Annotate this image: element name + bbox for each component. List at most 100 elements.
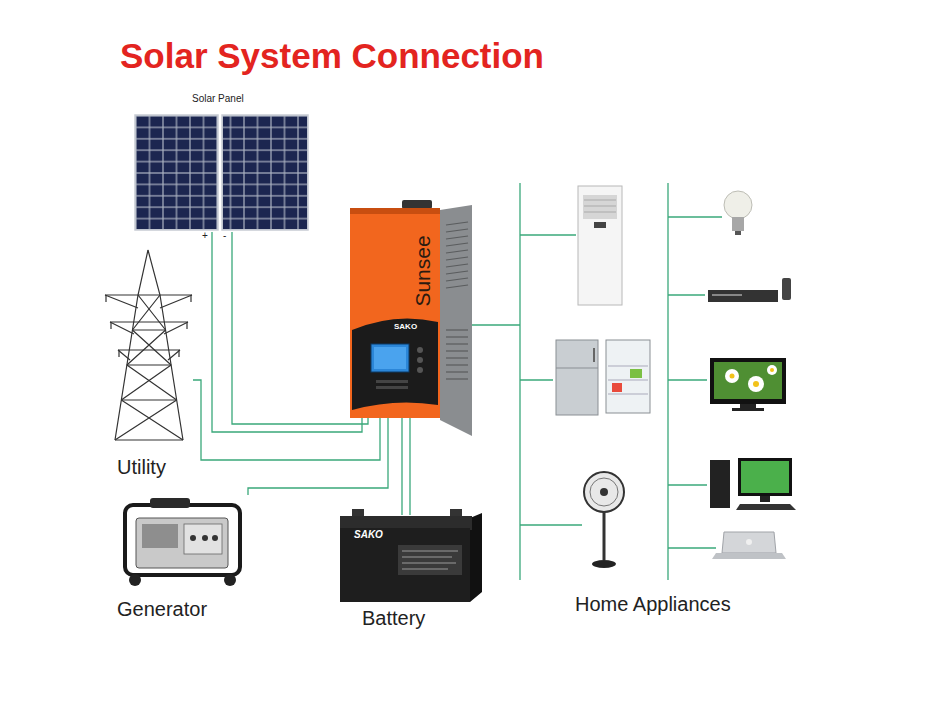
computer-part — [738, 458, 792, 496]
appliance-bus-wires-part — [668, 484, 707, 485]
utility-grid: Utility — [105, 248, 193, 481]
appliance-bus-wires-part — [667, 183, 668, 580]
light-bulb — [724, 191, 752, 235]
generator-label: Generator — [117, 598, 207, 621]
wire-connector — [472, 325, 520, 326]
inverter-illustration-part-part — [446, 243, 468, 246]
television-part — [753, 381, 759, 387]
inverter-illustration-part — [417, 347, 423, 353]
wire-connector — [212, 232, 368, 432]
battery-illustration-part — [340, 513, 482, 602]
generator-illustration-part — [202, 535, 208, 541]
inverter-illustration-part-part — [446, 364, 468, 365]
air-conditioner-part — [584, 200, 616, 212]
inverter-illustration-part — [417, 357, 423, 363]
inverter-illustration-part-part — [446, 257, 468, 260]
laptop-part — [712, 553, 786, 559]
battery: SAKOBattery — [340, 515, 482, 632]
fan-part — [590, 478, 618, 506]
appliance-bus-wires-part — [520, 379, 553, 380]
air-conditioner — [578, 186, 622, 305]
inverter-illustration-part — [417, 367, 423, 373]
wire-segment — [232, 232, 368, 424]
inverter-illustration-part — [446, 222, 468, 379]
appliance-bus-wires-part — [668, 379, 707, 380]
generator: Generator — [115, 495, 255, 623]
inverter-label: SAKO — [394, 322, 417, 331]
solar-panel-illustration-part — [222, 115, 308, 230]
inverter-illustration — [350, 200, 472, 436]
laptop — [712, 532, 786, 559]
dvd-player-part — [708, 290, 778, 302]
refrigerators-part-part — [608, 394, 648, 395]
utility-tower — [105, 250, 192, 440]
inverter-illustration-part-part — [446, 336, 468, 337]
light-bulb-part — [724, 191, 752, 219]
appliance-bus-wires-part — [668, 294, 705, 295]
utility-tower-part — [115, 295, 183, 440]
utility-tower-part — [106, 295, 191, 357]
battery-illustration-part — [340, 528, 470, 602]
inverter-illustration-part-part — [446, 357, 468, 358]
dvd-player — [708, 278, 791, 302]
inverter-label: Sunsee — [411, 235, 435, 306]
polarity-minus: - — [223, 230, 226, 242]
refrigerators-part-part — [608, 366, 648, 367]
computer — [710, 458, 796, 510]
inverter-illustration-part-part — [446, 343, 468, 344]
computer-part — [736, 504, 796, 510]
battery-illustration-part — [398, 545, 462, 575]
refrigerators-part — [593, 348, 595, 362]
inverter-illustration-part-part — [446, 378, 468, 379]
appliance-bus-wires-part — [668, 547, 716, 548]
inverter-illustration-part — [376, 380, 408, 383]
solar-panel-illustration-part — [135, 115, 218, 230]
inverter-illustration-part-part — [446, 271, 468, 274]
fan-part — [600, 488, 608, 496]
battery-illustration-part-part — [402, 551, 458, 552]
refrigerators-part-part — [608, 380, 648, 381]
wire-segment — [193, 380, 380, 460]
air-conditioner-part — [594, 222, 606, 228]
fan-part — [603, 512, 606, 560]
solar-panel-illustration-part — [136, 116, 217, 229]
home-appliances: Home Appliances — [520, 183, 810, 618]
inverter-illustration-part-part — [446, 222, 468, 225]
inverter-illustration-part — [440, 205, 472, 436]
light-bulb-part — [735, 231, 741, 235]
inverter-illustration-part — [352, 318, 438, 410]
inverter-illustration-part — [350, 208, 440, 418]
solar-panel-label: Solar Panel — [192, 93, 244, 105]
generator-illustration-part — [212, 535, 218, 541]
inverter-illustration-part — [376, 386, 408, 389]
inverter-illustration-part — [402, 200, 432, 209]
air-conditioner-part-part — [584, 200, 616, 201]
dvd-player-part — [782, 278, 791, 300]
inverter-illustration-part-part — [446, 371, 468, 372]
computer-part — [741, 461, 789, 493]
laptop-part — [722, 532, 776, 553]
battery-illustration-part — [340, 516, 472, 530]
generator-illustration-part — [190, 535, 196, 541]
solar-panel: Solar Panel — [135, 90, 310, 232]
wire-connector — [193, 380, 380, 460]
inverter-illustration-part-part — [446, 264, 468, 267]
inverter-illustration-part — [374, 347, 406, 369]
inverter-illustration-part-part — [446, 236, 468, 239]
battery-illustration-part-part — [402, 563, 456, 564]
polarity-plus: + — [202, 230, 208, 242]
generator-illustration-part — [129, 574, 141, 586]
inverter-illustration-part-part — [446, 229, 468, 232]
wire-connector — [248, 418, 388, 495]
television-part — [725, 369, 739, 383]
computer-part — [710, 460, 730, 508]
refrigerators-part — [608, 366, 648, 394]
generator-illustration — [125, 498, 240, 586]
television-part — [740, 404, 756, 408]
battery-illustration-part-part — [402, 569, 448, 570]
refrigerators-part — [556, 340, 598, 415]
air-conditioner-part — [578, 186, 622, 305]
television-part — [748, 376, 764, 392]
battery-illustration-part — [450, 509, 462, 517]
